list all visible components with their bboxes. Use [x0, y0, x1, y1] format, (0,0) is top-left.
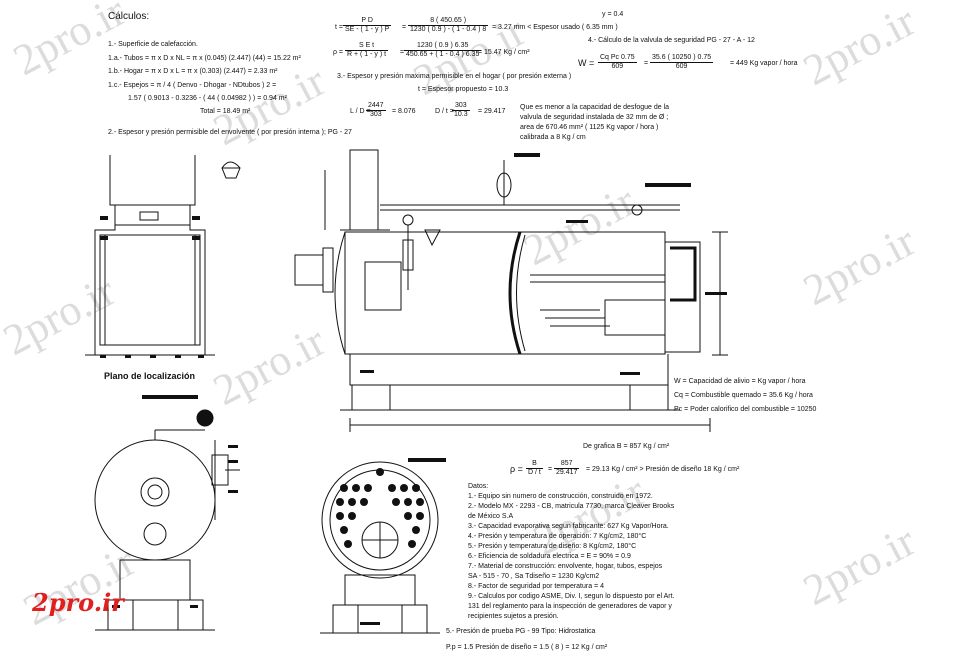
w-formula-fraction: Cq Pc 0.75 609 [598, 54, 637, 71]
rho-formula-fraction-2: 1230 ( 0.9 ) 6.35 450.65 + ( 1 - 0.4 ) 6… [404, 42, 482, 59]
note-line-2: valvula de seguridad instalada de 32 mm … [520, 114, 669, 121]
datos-item: 9.- Calculos por codigo ASME, Div. I, se… [468, 593, 675, 600]
datos-title: Datos: [468, 483, 489, 490]
note-line-1: Que es menor a la capacidad de desfogue … [520, 104, 670, 111]
denominator: D / t [528, 469, 541, 476]
l-over-d-fraction: 2447 303 [366, 102, 386, 119]
proposed-thickness: t = Espesor propuesto = 10.3 [418, 86, 509, 93]
l-over-d-result: = 8.076 [392, 108, 416, 115]
rho-formula-result: = 15.47 Kg / cm² [478, 49, 530, 56]
note-line-3: area de 670.46 mm² ( 1125 Kg vapor / hor… [520, 124, 659, 131]
rho2-formula-eq: = [548, 466, 553, 473]
numerator: P D [343, 17, 392, 26]
d-over-t-label: D / t = [435, 108, 454, 115]
datos-item: 7.- Material de construcción: envolvente… [468, 563, 663, 570]
datos-item: SA - 515 - 70 , Sa Tdiseño = 1230 Kg/cm2 [468, 573, 600, 580]
section-3-title: 3.- Espesor y presión maxima permisible … [337, 73, 572, 80]
calc-title: Cálculos: [108, 11, 150, 22]
side-elevation-drawing [294, 149, 728, 432]
denominator: SE - ( 1 - y ) P [345, 26, 390, 33]
calc-line-4: 1.c.- Espejos = π / 4 ( Denvo - Dhogar -… [108, 82, 277, 89]
denominator: 303 [369, 111, 382, 118]
t-formula-eq: = [402, 24, 407, 31]
numerator: Cq Pc 0.75 [598, 54, 637, 63]
legend-pc: Pc = Poder calorifico del combustible = … [674, 406, 817, 413]
calc-line-7: 2.- Espesor y presión permisible del env… [108, 129, 352, 136]
rho2-formula-result: = 29.13 Kg / cm² > Presión de diseño 18 … [586, 466, 740, 473]
rho2-formula-lhs: ρ = [510, 464, 523, 474]
legend-w: W = Capacidad de alivio = Kg vapor / hor… [674, 378, 806, 385]
datos-item: 5.- Presión y temperatura de diseño: 8 K… [468, 543, 637, 550]
w-formula-result: = 449 Kg vapor / hora [730, 60, 798, 67]
test-pressure-title: 5.- Presión de prueba PG - 99 Tipo: Hidr… [446, 628, 596, 635]
datos-item: 3.- Capacidad evaporativa segun fabrican… [468, 523, 669, 530]
test-pressure-formula: P.p = 1.5 Presión de diseño = 1.5 ( 8 ) … [446, 644, 608, 651]
calc-line-1: 1.- Superficie de calefacción. [108, 41, 198, 48]
numerator: 1230 ( 0.9 ) 6.35 [404, 42, 482, 51]
numerator: 303 [452, 102, 470, 111]
denominator: 29.417 [556, 469, 578, 476]
denominator: 609 [611, 63, 624, 70]
location-plan-drawing [85, 155, 241, 358]
t-formula-fraction-2: 8 ( 450.65 ) 1230 ( 0.9 ) - ( 1 - 0.4 ) … [408, 17, 489, 34]
numerator: S E t [345, 42, 389, 51]
note-line-4: calibrada a 8 Kg / cm [520, 134, 586, 141]
denominator: R + ( 1 - y ) t [347, 51, 387, 58]
t-formula-fraction: P D SE - ( 1 - y ) P [343, 17, 392, 34]
l-over-d-label: L / D = [350, 108, 371, 115]
y-value: y = 0.4 [602, 11, 624, 18]
t-formula-result: = 3.27 mm < Espesor usado ( 6.35 mm ) [492, 24, 618, 31]
datos-item: 4.- Presión y temperatura de operación: … [468, 533, 647, 540]
w-formula-fraction-2: 35.6 ( 10250 ) 0.75 609 [650, 54, 714, 71]
rho2-formula-fraction: B D / t [526, 460, 543, 477]
denominator: 10.3 [454, 111, 468, 118]
denominator: 1230 ( 0.9 ) - ( 1 - 0.4 ) 8 [410, 26, 487, 33]
denominator: 450.65 + ( 1 - 0.4 ) 6.35 [406, 51, 480, 58]
datos-item: 2.- Modelo MX - 2293 - CB, matricula 773… [468, 503, 675, 510]
rear-view-drawing [320, 458, 446, 634]
valve-calc-title: 4.- Cálculo de la valvula de seguridad P… [588, 37, 755, 44]
calc-line-5: 1.57 ( 0.9013 - 0.3236 - ( 44 ( 0.04982 … [128, 95, 287, 102]
denominator: 609 [675, 63, 688, 70]
datos-item: 1.- Equipo sin numero de construcción, c… [468, 493, 653, 500]
front-view-drawing [94, 395, 240, 631]
d-over-t-result: = 29.417 [478, 108, 506, 115]
d-over-t-fraction: 303 10.3 [452, 102, 470, 119]
datos-item: 6.- Eficiencia de soldadura electrica = … [468, 553, 631, 560]
calc-line-3: 1.b.- Hogar = π x D x L = π x (0.303) (2… [108, 68, 278, 75]
t-formula-lhs: t = [335, 24, 343, 31]
numerator: 2447 [366, 102, 386, 111]
rho-formula-eq: = [400, 49, 405, 56]
grafica-value: De grafica B = 857 Kg / cm² [583, 443, 670, 450]
w-formula-lhs: W = [578, 58, 595, 68]
w-formula-eq: = [644, 60, 649, 67]
numerator: 8 ( 450.65 ) [408, 17, 489, 26]
datos-item: recipientes sujetos a presión. [468, 613, 559, 620]
rho-formula-fraction: S E t R + ( 1 - y ) t [345, 42, 389, 59]
location-plan-title: Plano de localización [104, 371, 196, 381]
site-logo: 2pro.ir [32, 588, 124, 617]
calc-line-6: Total = 18.49 m² [200, 108, 251, 115]
legend-cq: Cq = Combustible quemado = 35.6 Kg / hor… [674, 392, 813, 399]
datos-item: 131 del reglamento para la inspección de… [468, 603, 672, 610]
numerator: 35.6 ( 10250 ) 0.75 [650, 54, 714, 63]
numerator: 857 [554, 460, 580, 469]
datos-item: de México S.A [468, 513, 514, 520]
rho2-formula-fraction-2: 857 29.417 [554, 460, 580, 477]
numerator: B [526, 460, 543, 469]
calc-line-2: 1.a.- Tubos = π x D x NL = π x (0.045) (… [108, 55, 301, 62]
datos-item: 8.- Factor de seguridad por temperatura … [468, 583, 604, 590]
rho-formula-lhs: ρ = [333, 49, 344, 56]
